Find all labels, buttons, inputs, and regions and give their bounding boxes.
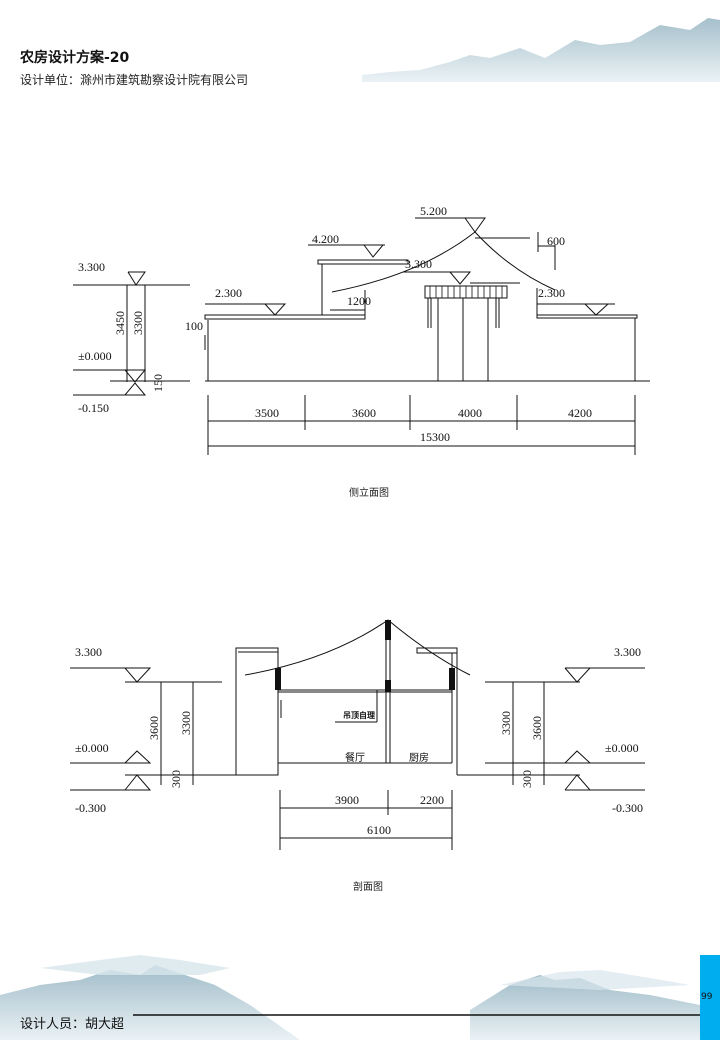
dim-label: 600: [547, 234, 565, 248]
dim-label: 3600: [147, 716, 161, 740]
level-label: ±0.000: [78, 349, 112, 363]
dim-label: 3600: [530, 716, 544, 740]
dim-label: 3300: [131, 311, 145, 335]
side-elevation-labels: 3.300 ±0.000 -0.150 2.300 4.200 5.200 3.…: [78, 204, 592, 444]
level-label: 3.300: [78, 260, 105, 274]
level-label: -0.150: [78, 401, 109, 415]
dim-label: 15300: [420, 430, 450, 444]
level-label: 3.300: [75, 645, 102, 659]
design-unit: 设计单位：滁州市建筑勘察设计院有限公司: [20, 73, 249, 87]
dim-label: 300: [520, 770, 534, 788]
dim-label: 100: [185, 319, 203, 333]
dim-label: 3900: [335, 793, 359, 807]
dim-label: 2200: [420, 793, 444, 807]
dim-label: 150: [151, 374, 165, 392]
designer-credit: 设计人员：胡大超: [20, 1017, 125, 1032]
footer-mountain-art: [0, 965, 300, 1040]
level-label: 3.300: [405, 257, 432, 271]
level-label: -0.300: [612, 801, 643, 815]
side-elevation-caption: 侧立面图: [349, 486, 389, 499]
dim-label: 300: [169, 770, 183, 788]
page-number-tab: [700, 955, 720, 1040]
ceiling-note: 吊顶自理: [343, 710, 375, 720]
level-label: 3.300: [614, 645, 641, 659]
dim-label: 4200: [568, 406, 592, 420]
section-caption: 剖面图: [353, 880, 383, 893]
header-mountain-art: [362, 18, 720, 82]
level-label: 2.300: [215, 286, 242, 300]
room-label-dining: 餐厅: [345, 751, 365, 764]
dim-label: 3300: [179, 711, 193, 735]
section-labels: 3.300 ±0.000 -0.300 3.300 ±0.000 -0.300 …: [75, 645, 643, 837]
dim-label: 1200: [347, 294, 371, 308]
level-label: 4.200: [312, 232, 339, 246]
section-drawing: [70, 619, 645, 850]
dim-label: 6100: [367, 823, 391, 837]
level-label: 2.300: [538, 286, 565, 300]
dim-label: 3600: [352, 406, 376, 420]
level-label: ±0.000: [605, 741, 639, 755]
dim-label: 4000: [458, 406, 482, 420]
room-label-kitchen: 厨房: [409, 751, 429, 764]
page-title: 农房设计方案-20: [20, 50, 130, 66]
level-label: ±0.000: [75, 741, 109, 755]
level-label: -0.300: [75, 801, 106, 815]
level-label: 5.200: [420, 204, 447, 218]
dim-label: 3450: [113, 311, 127, 335]
section-columns: [275, 620, 455, 692]
dim-label: 3500: [255, 406, 279, 420]
page-number: 99: [701, 992, 713, 1002]
dim-label: 3300: [499, 711, 513, 735]
side-elevation-drawing: [73, 217, 650, 455]
